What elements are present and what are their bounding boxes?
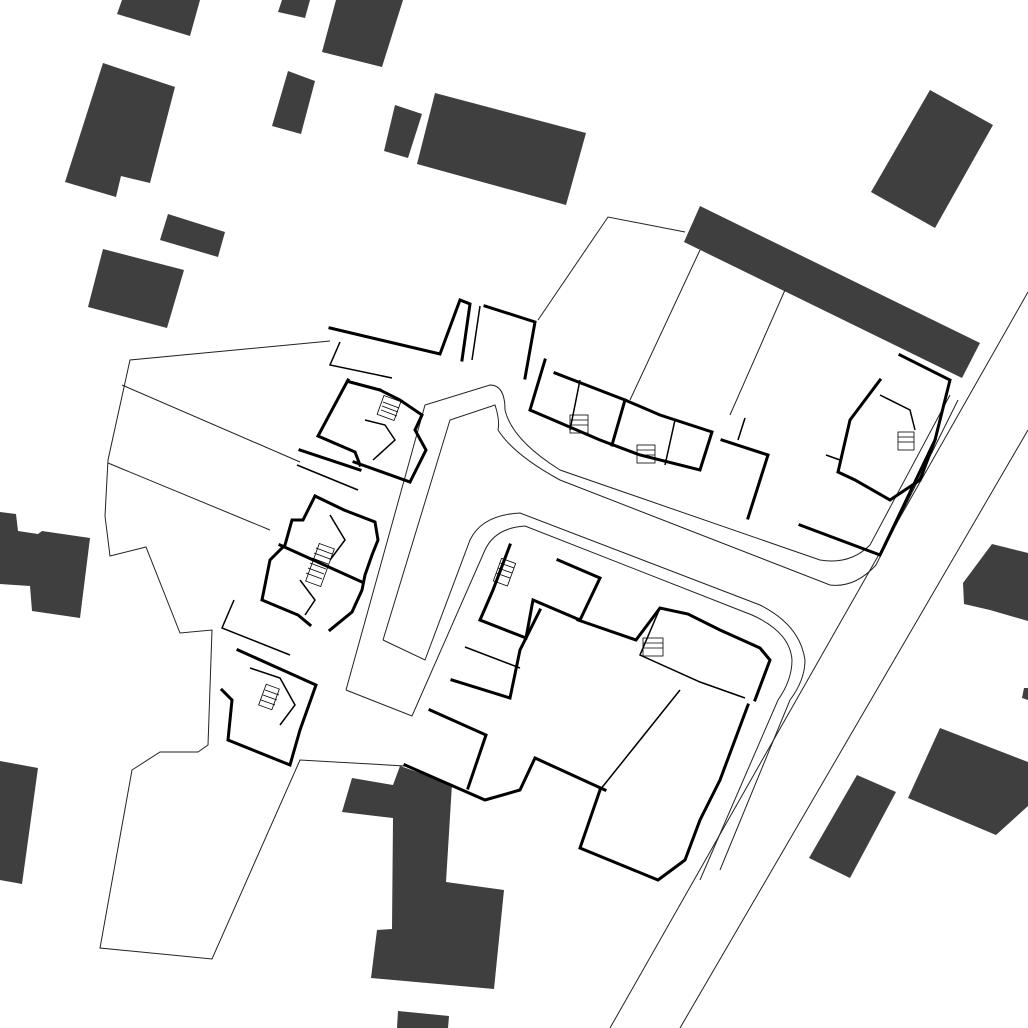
main-road-edge-west	[609, 291, 1028, 1028]
building	[278, 0, 310, 18]
building	[160, 214, 225, 257]
house-block-nw	[296, 298, 537, 491]
house-block-s	[403, 543, 772, 882]
north-plot-boundary	[537, 216, 686, 321]
house-block-ne	[798, 352, 952, 557]
access-road-inner-edge	[382, 399, 959, 641]
main-road-edge-east	[679, 429, 1028, 1028]
building	[809, 775, 896, 878]
building	[417, 93, 586, 205]
building	[0, 512, 90, 618]
building	[65, 63, 175, 197]
building	[684, 206, 980, 378]
house-block-sw	[219, 648, 318, 768]
plot-line	[629, 249, 701, 401]
access-road-outer-edge	[345, 384, 951, 691]
building	[272, 71, 315, 134]
housing-floorplans	[219, 298, 952, 882]
access-road	[345, 384, 959, 881]
stair	[492, 557, 664, 657]
plot-boundaries	[99, 216, 1028, 1028]
building	[963, 544, 1028, 621]
building	[908, 728, 1028, 835]
house-block-n	[528, 358, 770, 520]
plot-line	[121, 384, 301, 463]
stair	[376, 395, 402, 421]
access-road-loop-inner	[345, 525, 793, 881]
building	[397, 1011, 449, 1028]
access-road-loop	[382, 512, 806, 871]
plot-line	[729, 289, 786, 416]
building	[1022, 688, 1028, 700]
building	[871, 90, 993, 228]
building	[117, 0, 200, 36]
stair	[569, 414, 656, 464]
building	[0, 761, 38, 884]
stair	[897, 431, 915, 451]
stair	[305, 542, 335, 588]
building	[384, 105, 422, 158]
plot-line	[107, 462, 271, 531]
building	[342, 766, 504, 989]
house-block-w	[221, 493, 380, 656]
building	[88, 249, 184, 328]
stair	[258, 683, 280, 711]
west-plot-boundary	[99, 340, 406, 960]
building	[322, 0, 403, 67]
